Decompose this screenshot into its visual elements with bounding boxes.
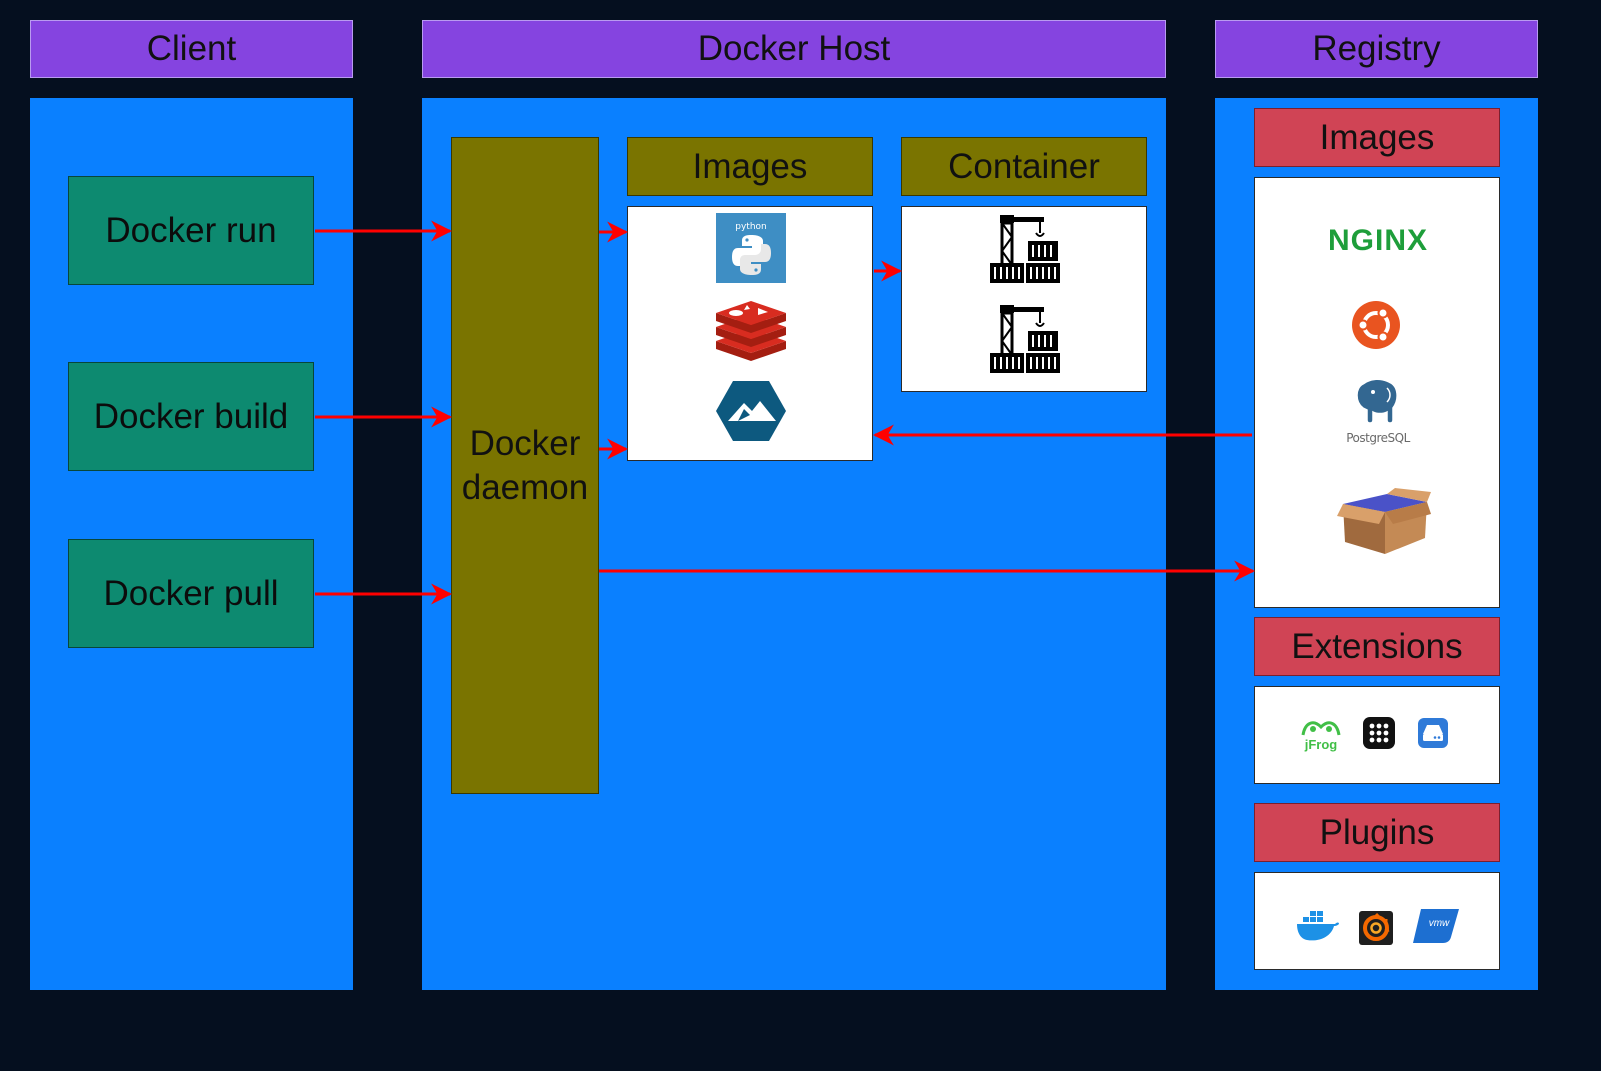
grid-dots-icon: [1363, 717, 1395, 749]
jfrog-label: jFrog: [1304, 737, 1338, 752]
host-container-title: Container: [948, 146, 1100, 186]
registry-header: Registry: [1215, 20, 1538, 78]
alpine-icon: [716, 381, 786, 441]
jfrog-icon: jFrog: [1299, 717, 1343, 757]
docker-daemon-label-line1: Docker: [469, 423, 581, 463]
client-header: Client: [30, 20, 353, 78]
host-container-header: Container: [901, 137, 1147, 196]
registry-images-title: Images: [1319, 117, 1435, 157]
docker-pull-label: Docker pull: [103, 573, 279, 613]
python-icon: python: [716, 213, 786, 283]
client-header-label: Client: [146, 29, 237, 68]
vmware-label: vmw: [1428, 918, 1450, 929]
ubuntu-icon: [1352, 301, 1400, 349]
registry-header-label: Registry: [1312, 29, 1441, 68]
docker-host-header: Docker Host: [422, 20, 1166, 78]
package-box-icon: [1337, 488, 1431, 554]
registry-plugins-box: vmw: [1254, 872, 1500, 970]
registry-plugins-header: Plugins: [1254, 803, 1500, 862]
docker-run-box[interactable]: Docker run: [68, 176, 314, 285]
host-images-header: Images: [627, 137, 873, 196]
host-container-box: [901, 206, 1147, 392]
docker-daemon-label-line2: daemon: [461, 467, 589, 507]
postgresql-label: PostgreSQL: [1346, 431, 1410, 445]
docker-whale-icon: [1297, 911, 1339, 941]
vmware-icon: vmw: [1413, 909, 1459, 943]
nginx-icon: NGINX: [1327, 224, 1428, 257]
registry-extensions-header: Extensions: [1254, 617, 1500, 676]
host-images-title: Images: [692, 146, 808, 186]
docker-daemon-box[interactable]: Docker daemon: [451, 137, 599, 794]
docker-build-label: Docker build: [93, 396, 289, 436]
registry-extensions-title: Extensions: [1291, 626, 1463, 666]
docker-host-header-label: Docker Host: [697, 29, 891, 68]
registry-plugins-title: Plugins: [1319, 812, 1435, 852]
grafana-icon: [1359, 911, 1393, 945]
docker-build-box[interactable]: Docker build: [68, 362, 314, 471]
registry-images-header: Images: [1254, 108, 1500, 167]
registry-images-box: NGINX PostgreSQL: [1254, 177, 1500, 608]
host-images-box: python: [627, 206, 873, 461]
docker-pull-box[interactable]: Docker pull: [68, 539, 314, 648]
redis-icon: [716, 301, 786, 361]
postgresql-icon: [1356, 378, 1398, 424]
container-crane-icon-1: [990, 215, 1060, 283]
container-crane-icon-2: [990, 305, 1060, 373]
python-icon-label: python: [735, 222, 767, 232]
docker-run-label: Docker run: [105, 210, 277, 250]
registry-extensions-box: jFrog: [1254, 686, 1500, 784]
disk-drive-icon: [1418, 718, 1448, 748]
